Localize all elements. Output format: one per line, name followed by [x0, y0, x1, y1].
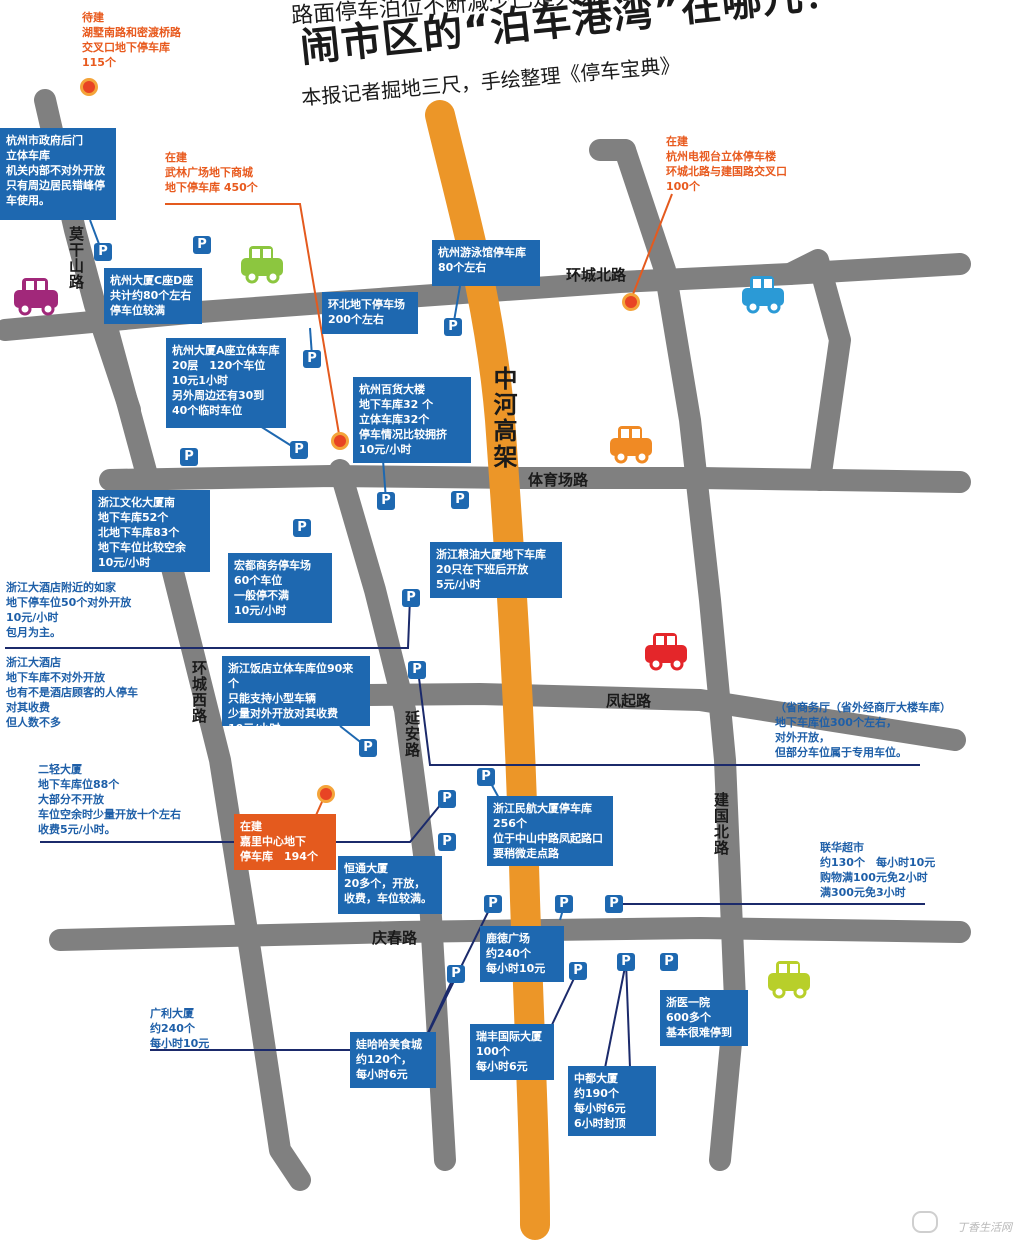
leader-province: [417, 669, 920, 766]
watermark: 丁香生活网: [957, 1221, 1012, 1234]
car-icon: [14, 278, 58, 316]
box-baihuo: 杭州百货大楼 地下车库32 个 立体车库32个 停车情况比较拥挤 10元/小时: [353, 377, 471, 463]
road-label-yanan: 延安路: [403, 710, 421, 758]
car-icon: [645, 633, 687, 671]
parking-icon[interactable]: P: [484, 895, 502, 913]
parking-icon[interactable]: P: [660, 953, 678, 971]
road-label-qingchun: 庆春路: [372, 929, 418, 947]
box-hz-a: 杭州大厦A座立体车库 20层 120个车位 10元1小时 另外周边还有30到 4…: [166, 338, 286, 428]
parking-icon[interactable]: P: [293, 519, 311, 537]
construction-marker: [80, 78, 98, 96]
road-label-tiyuchang: 体育场路: [528, 471, 589, 489]
elevated-road-label: 中河高架: [489, 366, 517, 470]
box-hongdu: 宏都商务停车场 60个车位 一般停不满 10元/小时: [228, 553, 332, 623]
note-zj-hotel2: 浙江大酒店 地下车库不对外开放 也有不是酒店顾客的人停车 对其收费 但人数不多: [6, 656, 138, 729]
parking-icon[interactable]: P: [617, 953, 635, 971]
box-lude: 鹿徳广场 约240个 每小时10元: [480, 926, 564, 982]
note-wulin: 在建 武林广场地下商城 地下停车库 450个: [165, 151, 258, 194]
box-hengtong: 恒通大厦 20多个，开放， 收费，车位较满。: [338, 856, 442, 914]
car-icon: [610, 426, 652, 464]
parking-icon[interactable]: P: [359, 739, 377, 757]
parking-icon[interactable]: P: [447, 965, 465, 983]
note-erqing: 二轻大厦 地下车库位88个 大部分不开放 车位空余时少量开放十个左右 收费5元/…: [38, 763, 181, 836]
box-culture: 浙江文化大厦南 地下车库52个 北地下车库83个 地下车位比较空余 10元/小时: [92, 490, 210, 572]
note-province: （省商务厅（省外经商厅大楼车库） 地下车库位300个左右， 对外开放， 但部分车…: [775, 701, 951, 759]
construction-marker: [622, 293, 640, 311]
parking-icon[interactable]: P: [290, 441, 308, 459]
leader-wulin: [165, 203, 341, 441]
watermark-logo-icon: [912, 1211, 938, 1233]
leader-zhongdu2: [625, 961, 631, 1069]
road-label-jianguo-north: 建国北路: [712, 792, 730, 856]
leader-zhongdu: [604, 961, 627, 1069]
road-northeast: [779, 249, 851, 491]
road-label-mogan: 莫干山路: [67, 226, 85, 290]
box-jiali: 在建 嘉里中心地下 停车库 194个: [234, 814, 336, 870]
note-hotel-zj: 浙江大酒店附近的如家 地下停车位50个对外开放 10元/小时 包月为主。: [6, 581, 132, 639]
road-tiyuchang: [99, 465, 971, 493]
box-zjfd: 浙江饭店立体车库位90来个 只能支持小型车辆 少量对外开放对其收费 10元/小时…: [222, 656, 370, 735]
parking-icon[interactable]: P: [402, 589, 420, 607]
parking-icon[interactable]: P: [180, 448, 198, 466]
parking-icon[interactable]: P: [438, 790, 456, 808]
leader-jiali-p: [40, 797, 447, 843]
parking-icon[interactable]: P: [555, 895, 573, 913]
box-hz-c: 杭州大厦C座D座 共计约80个左右 停车位较满: [104, 268, 202, 324]
parking-icon[interactable]: P: [438, 833, 456, 851]
parking-icon[interactable]: P: [303, 350, 321, 368]
leader-tv: [629, 193, 673, 303]
construction-marker: [331, 432, 349, 450]
box-gov: 杭州市政府后门 立体车库 机关内部不对外开放 只有周边居民错峰停 车使用。: [0, 128, 116, 220]
parking-icon[interactable]: P: [451, 491, 469, 509]
box-hbdx: 环北地下停车场 200个左右: [322, 292, 418, 334]
leader-hotel-zj: [5, 597, 411, 649]
box-zheyi: 浙医一院 600多个 基本很难停到: [660, 990, 748, 1046]
parking-icon[interactable]: P: [444, 318, 462, 336]
box-liangyou: 浙江粮油大厦地下车库 20只在下班后开放 5元/小时: [430, 542, 562, 598]
road-label-fengqi: 凤起路: [606, 692, 652, 710]
parking-icon[interactable]: P: [94, 243, 112, 261]
road-yanan: [329, 459, 456, 1171]
car-icon: [241, 246, 283, 284]
box-zhongdu: 中都大厦 约190个 每小时6元 6小时封顶: [568, 1066, 656, 1136]
parking-icon[interactable]: P: [193, 236, 211, 254]
parking-icon[interactable]: P: [408, 661, 426, 679]
construction-marker: [317, 785, 335, 803]
parking-icon[interactable]: P: [377, 492, 395, 510]
note-lake-tunnel: 待建 湖墅南路和密渡桥路 交叉口地下停车库 115个: [82, 11, 181, 69]
road-label-huancheng-west: 环城西路: [190, 660, 208, 724]
note-guangli: 广利大厦 约240个 每小时10元: [150, 1007, 210, 1050]
car-icon: [742, 276, 784, 314]
box-wahaha: 娃哈哈美食城 约120个， 每小时6元: [350, 1032, 436, 1088]
parking-icon[interactable]: P: [569, 962, 587, 980]
box-swim: 杭州游泳馆停车库 80个左右: [432, 240, 540, 286]
parking-icon[interactable]: P: [605, 895, 623, 913]
car-icon: [768, 961, 810, 999]
box-ruifeng: 瑞丰国际大厦 100个 每小时6元: [470, 1024, 554, 1080]
car-icons: [14, 246, 810, 999]
note-lianhua: 联华超市 约130个 每小时10元 购物满100元免2小时 满300元免3小时: [820, 841, 936, 899]
box-minhang: 浙江民航大厦停车库 256个 位于中山中路凤起路口 要稍微走点路: [487, 796, 613, 866]
road-label-huancheng-north: 环城北路: [566, 266, 627, 284]
note-tv: 在建 杭州电视台立体停车楼 环城北路与建国路交叉口 100个: [666, 135, 787, 193]
parking-icon[interactable]: P: [477, 768, 495, 786]
